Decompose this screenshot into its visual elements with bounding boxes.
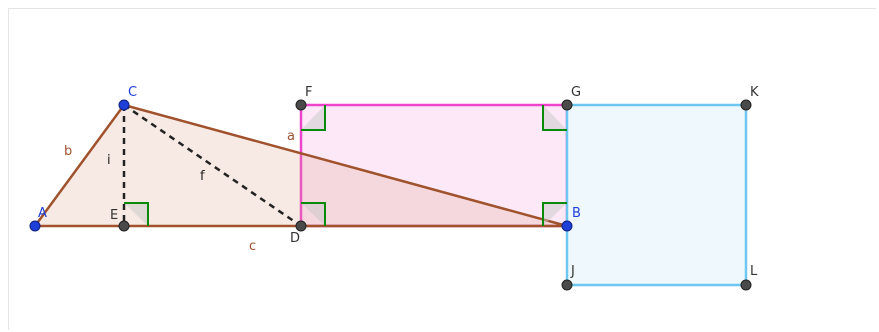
label-k: K [750,85,759,100]
label-c: C [128,85,137,100]
point-f [295,99,307,111]
label-b: B [572,206,581,221]
square-gklj[interactable] [565,103,748,287]
right-angle-d [301,202,326,226]
point-e [118,220,130,232]
segment-f[interactable] [123,103,302,228]
label-g: G [571,85,581,100]
label-segment-f: f [200,169,205,184]
label-f: F [305,85,312,100]
right-angle-e [124,202,149,226]
label-segment-b: b [64,144,72,159]
canvas-frame [8,8,876,330]
point-a [29,220,41,232]
point-d [295,220,307,232]
right-angle-f [301,105,326,131]
right-angle-g [542,105,567,131]
right-angle-b [542,202,567,226]
point-c [118,99,130,111]
points[interactable] [29,99,752,291]
point-g [561,99,573,111]
label-segment-a: a [287,129,295,144]
right-angle-markers [124,105,567,226]
point-j [561,279,573,291]
label-a: A [38,206,47,221]
label-segment-i: i [107,153,111,168]
point-k [740,99,752,111]
label-j: J [570,264,575,279]
point-b [561,220,573,232]
label-e: E [110,208,118,223]
point-l [740,279,752,291]
label-d: D [290,231,300,246]
label-segment-c: c [249,239,256,254]
label-l: L [750,264,758,279]
